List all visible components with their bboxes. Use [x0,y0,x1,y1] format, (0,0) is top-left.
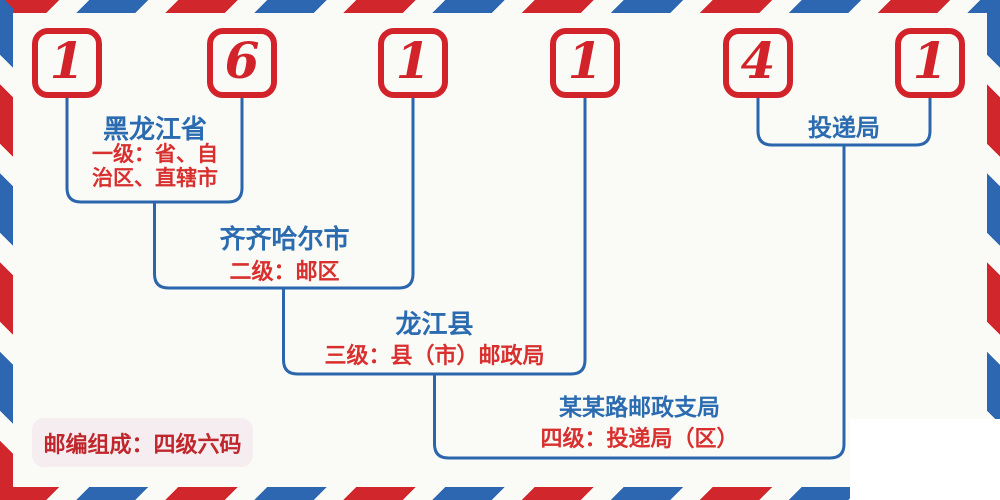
postal-digit-4: 1 [567,31,603,90]
postal-digit-3: 1 [395,31,431,90]
level2-description: 二级：邮区 [229,259,340,285]
postal-digit-box-5: 4 [723,28,793,98]
level1-description-line2: 治区、直辖市 [92,165,218,190]
level1-region-name: 黑龙江省 [102,115,207,145]
postal-digit-1: 1 [49,31,85,90]
airmail-border-top [0,0,1000,13]
level3-description: 三级：县（市）邮政局 [324,343,545,369]
level4-description: 四级：投递局（区） [540,426,739,452]
level4-region-name: 某某路邮政支局 [559,394,720,421]
corner-blank-patch [850,419,1000,500]
postal-digit-box-6: 1 [895,28,965,98]
postal-composition-text: 邮编组成：四级六码 [43,431,242,458]
postal-digit-box-2: 6 [207,28,277,98]
postal-digit-5: 4 [740,31,776,90]
level1-description-line1: 一级：省、自 [92,141,218,166]
postal-digit-box-4: 1 [550,28,620,98]
delivery-office-label: 投递局 [808,113,880,142]
postal-digit-2: 6 [224,31,260,90]
connector-delivery [756,97,932,147]
postal-digit-6: 1 [912,31,948,90]
level2-region-name: 齐齐哈尔市 [219,225,350,255]
connector-level4 [433,145,846,460]
airmail-border-right [987,0,1000,500]
postal-composition-badge: 邮编组成：四级六码 [32,418,253,467]
airmail-border-bottom [0,487,1000,500]
postal-digit-box-3: 1 [378,28,448,98]
level1-description: 一级：省、自 治区、直辖市 [46,142,264,190]
level3-region-name: 龙江县 [395,310,474,340]
postal-digit-box-1: 1 [32,28,102,98]
airmail-border-left [0,0,13,500]
